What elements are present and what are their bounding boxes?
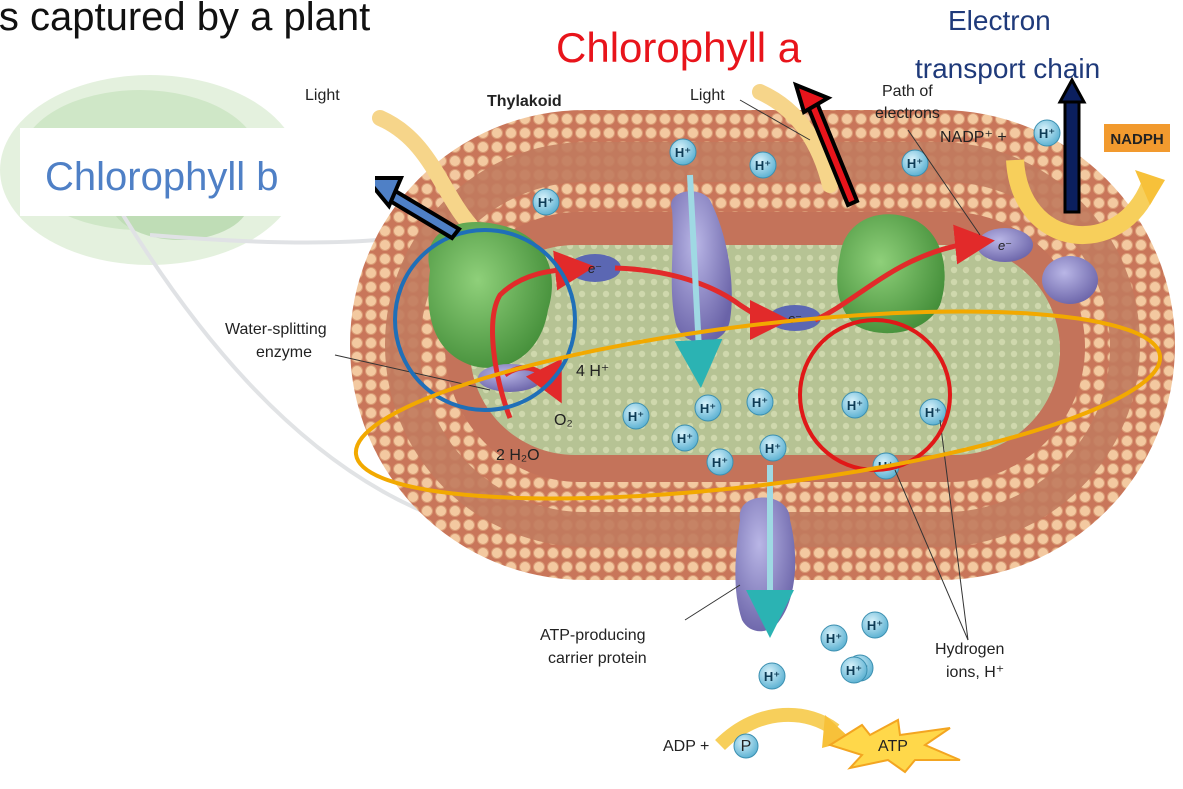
hydrogen-ion: H⁺ <box>707 449 733 475</box>
hydrogen-label-1: Hydrogen <box>935 641 1004 658</box>
atp-protein-label-1: ATP-producing <box>540 627 646 644</box>
light-left-label: Light <box>305 87 340 104</box>
hydrogen-ion: H⁺ <box>623 403 649 429</box>
hydrogen-ion-label: H⁺ <box>925 405 941 420</box>
hydrogen-ion: H⁺ <box>670 139 696 165</box>
electron-label-3: e⁻ <box>998 238 1012 253</box>
hydrogen-ion: H⁺ <box>747 389 773 415</box>
adp-label: ADP + <box>663 738 709 755</box>
electron-transport-arrow <box>1060 80 1084 212</box>
hydrogen-ion-label: H⁺ <box>677 431 693 446</box>
atp-label: ATP <box>878 738 908 755</box>
hydrogen-ion: H⁺ <box>672 425 698 451</box>
hydrogen-ion-label: H⁺ <box>712 455 728 470</box>
hydrogen-ion-label: H⁺ <box>846 663 862 678</box>
hydrogen-ion-label: H⁺ <box>755 158 771 173</box>
nadp-label: NADP⁺ + <box>940 129 1007 146</box>
hydrogen-ion-label: H⁺ <box>1039 126 1055 141</box>
four-h-label: 4 H⁺ <box>576 363 609 380</box>
hydrogen-ion: H⁺ <box>533 189 559 215</box>
hydrogen-ion-label: H⁺ <box>826 631 842 646</box>
nadph-label: NADPH <box>1110 131 1163 148</box>
hydrogen-ion: H⁺ <box>920 399 946 425</box>
hydrogen-ion: H⁺ <box>821 625 847 651</box>
path-electrons-label-2: electrons <box>875 105 940 122</box>
electron-transport-label-2: transport chain <box>915 53 1100 84</box>
electron-label-1: e⁻ <box>588 261 602 276</box>
hydrogen-ion: H⁺ <box>759 663 785 689</box>
atp-synthase <box>735 498 795 632</box>
hydrogen-ion-label: H⁺ <box>765 441 781 456</box>
p-label: P <box>741 738 752 755</box>
h2o-label: 2 H₂O <box>496 447 540 464</box>
electron-transport-label-1: Electron <box>948 5 1051 36</box>
thylakoid-label: Thylakoid <box>487 93 562 110</box>
hydrogen-ion-label: H⁺ <box>538 195 554 210</box>
chlorophyll-a-label: Chlorophyll a <box>556 24 802 71</box>
hydrogen-ion: H⁺ <box>750 152 776 178</box>
hydrogen-ion-label: H⁺ <box>907 156 923 171</box>
hydrogen-ion-label: H⁺ <box>752 395 768 410</box>
hydrogen-ion: H⁺ <box>841 657 867 683</box>
hydrogen-ion-label: H⁺ <box>700 401 716 416</box>
hydrogen-ion: H⁺ <box>760 435 786 461</box>
water-splitting-label-2: enzyme <box>256 344 312 361</box>
hydrogen-ion-label: H⁺ <box>847 398 863 413</box>
hydrogen-ion: H⁺ <box>842 392 868 418</box>
hydrogen-ion-label: H⁺ <box>628 409 644 424</box>
hydrogen-ion-label: H⁺ <box>675 145 691 160</box>
path-electrons-label-1: Path of <box>882 83 933 100</box>
chlorophyll-b-label: Chlorophyll b <box>45 155 278 199</box>
atp-protein-label-2: carrier protein <box>548 650 647 667</box>
hydrogen-ion-label: H⁺ <box>764 669 780 684</box>
water-splitting-label-1: Water-splitting <box>225 321 327 338</box>
o2-label: O₂ <box>554 412 573 429</box>
hydrogen-ion: H⁺ <box>862 612 888 638</box>
hydrogen-ion: H⁺ <box>695 395 721 421</box>
hydrogen-ion-label: H⁺ <box>867 618 883 633</box>
light-right-label: Light <box>690 87 725 104</box>
hydrogen-label-2: ions, H⁺ <box>946 664 1004 681</box>
slide-title: is captured by a plant <box>0 0 370 39</box>
hydrogen-ion: H⁺ <box>1034 120 1060 146</box>
